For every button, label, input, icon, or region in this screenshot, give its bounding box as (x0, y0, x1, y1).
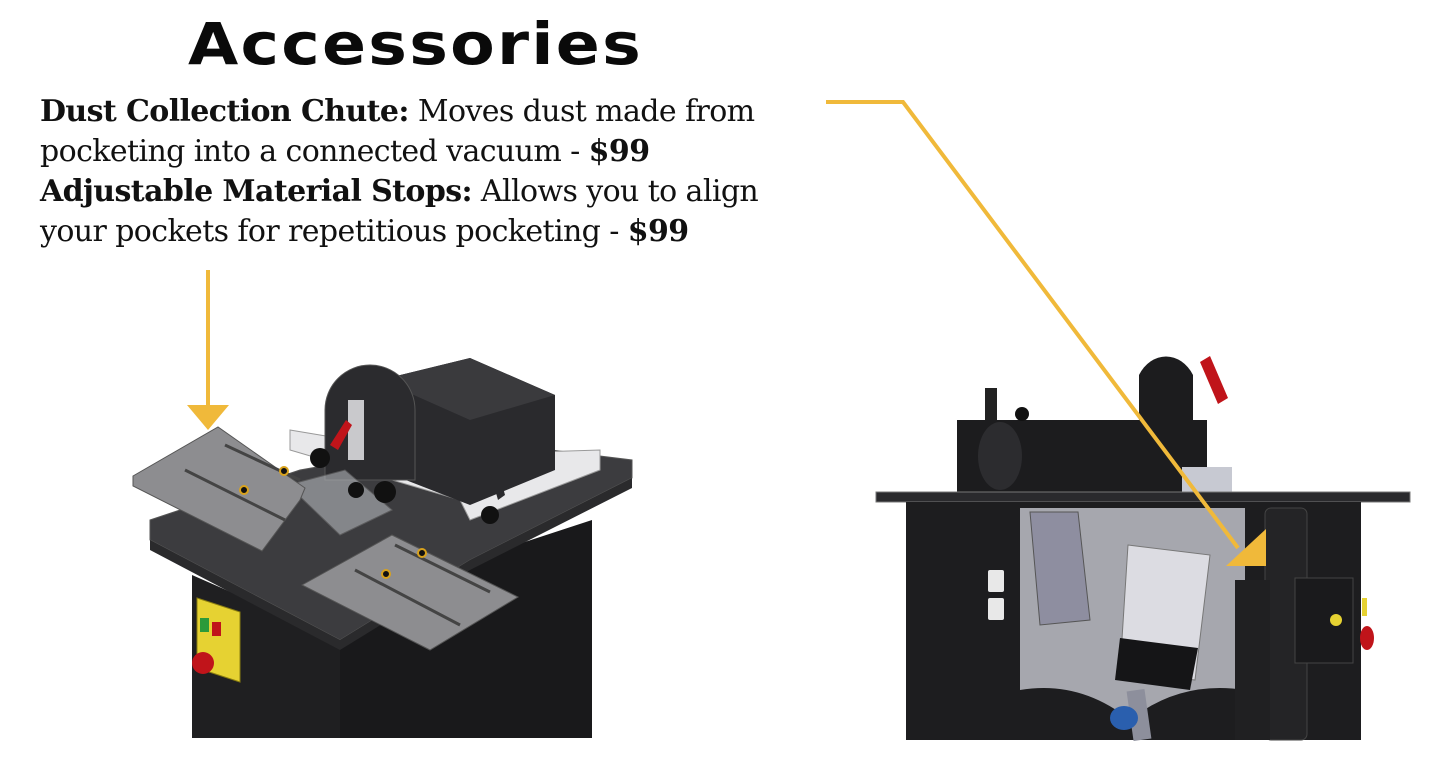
arrow-to-dust-chute-icon (826, 100, 1266, 566)
accessory-line-dust-chute-1: Dust Collection Chute: Moves dust made f… (40, 92, 830, 132)
machine-isometric-image (132, 358, 633, 738)
accessory-name-dust-chute: Dust Collection Chute: (40, 94, 409, 129)
accessory-price-material-stops: $99 (627, 214, 689, 249)
arrow-to-material-stops-icon (187, 270, 229, 430)
accessory-price-dust-chute: $99 (588, 134, 650, 169)
accessory-name-material-stops: Adjustable Material Stops: (40, 174, 473, 209)
page-title: Accessories (188, 10, 643, 78)
accessory-line-dust-chute-2: pocketing into a connected vacuum - $99 (40, 132, 830, 172)
accessory-desc-material-stops-a: Allows you to align (471, 174, 759, 209)
accessory-desc-material-stops-b: your pockets for repetitious pocketing - (40, 214, 628, 249)
accessory-line-material-stops-2: your pockets for repetitious pocketing -… (40, 212, 830, 252)
accessory-desc-dust-chute-b: pocketing into a connected vacuum - (40, 134, 589, 169)
accessory-desc-dust-chute-a: Moves dust made from (408, 94, 755, 129)
machine-side-cutaway-image (875, 356, 1411, 742)
accessory-line-material-stops-1: Adjustable Material Stops: Allows you to… (40, 172, 830, 212)
accessories-description: Dust Collection Chute: Moves dust made f… (40, 92, 830, 252)
